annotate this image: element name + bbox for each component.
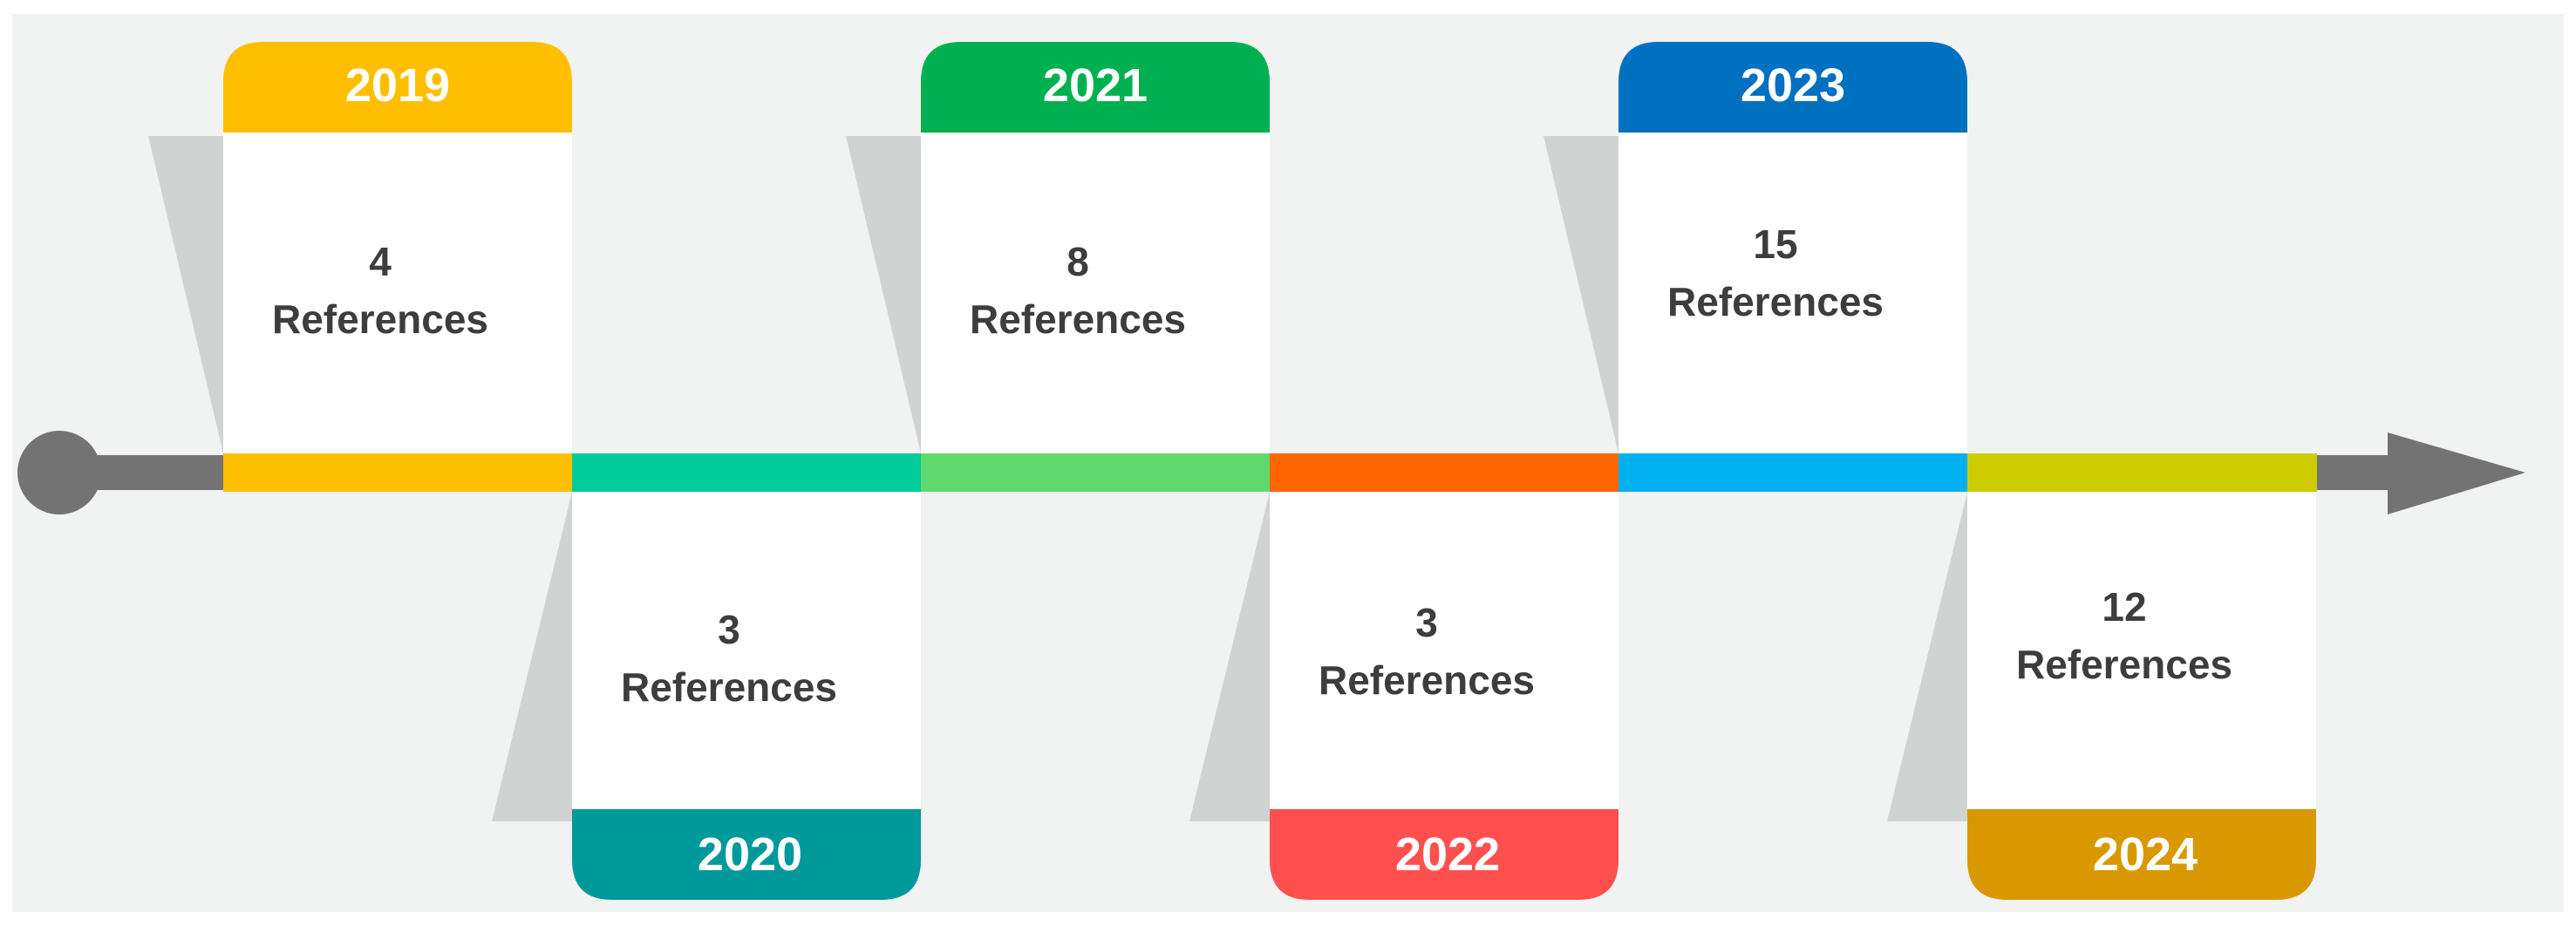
timeline-start-dot — [17, 431, 101, 514]
year-label: 2024 — [2093, 828, 2198, 881]
event-card — [921, 133, 1270, 453]
timeline-segment-2020 — [572, 453, 922, 492]
year-tab — [572, 809, 921, 900]
reference-count: 4 — [369, 239, 392, 284]
event-card — [1967, 492, 2316, 809]
reference-unit: References — [970, 296, 1186, 342]
flag-shadow — [148, 136, 223, 453]
year-label: 2021 — [1043, 59, 1148, 112]
timeline-arrowhead — [2388, 432, 2525, 514]
flag-shadow — [1544, 136, 1619, 453]
year-label: 2019 — [345, 59, 450, 112]
reference-count: 15 — [1753, 221, 1797, 267]
timeline-events: 20194References20203References20218Refer… — [148, 42, 2316, 900]
year-label: 2022 — [1395, 828, 1500, 881]
flag-shadow — [492, 492, 572, 821]
event-card — [223, 133, 572, 453]
reference-count: 3 — [718, 607, 740, 652]
flag-shadow — [1189, 492, 1270, 821]
event-card — [572, 492, 921, 809]
timeline-tail-line — [87, 455, 227, 490]
year-label: 2020 — [698, 828, 802, 881]
reference-unit: References — [2016, 642, 2232, 687]
reference-unit: References — [1667, 279, 1884, 324]
year-tab — [223, 42, 572, 133]
year-tab — [1619, 42, 1967, 133]
timeline-segments — [223, 453, 2317, 492]
timeline-segment-2024 — [1967, 453, 2317, 492]
year-tab — [1270, 809, 1619, 900]
timeline-segment-2022 — [1270, 453, 1619, 492]
reference-count: 8 — [1067, 239, 1089, 284]
year-tab — [921, 42, 1270, 133]
timeline-axis — [17, 431, 2525, 514]
year-label: 2023 — [1741, 59, 1845, 112]
reference-unit: References — [272, 296, 488, 342]
timeline-segment-2023 — [1619, 453, 1968, 492]
flag-shadow — [1887, 492, 1967, 821]
reference-unit: References — [621, 664, 837, 710]
reference-count: 12 — [2102, 584, 2146, 630]
timeline-segment-2021 — [921, 453, 1271, 492]
event-card — [1619, 133, 1967, 453]
event-card — [1270, 492, 1619, 809]
flag-shadow — [846, 136, 921, 453]
reference-unit: References — [1319, 657, 1535, 703]
year-tab — [1967, 809, 2316, 900]
timeline-segment-2019 — [223, 453, 573, 492]
reference-count: 3 — [1415, 600, 1438, 645]
